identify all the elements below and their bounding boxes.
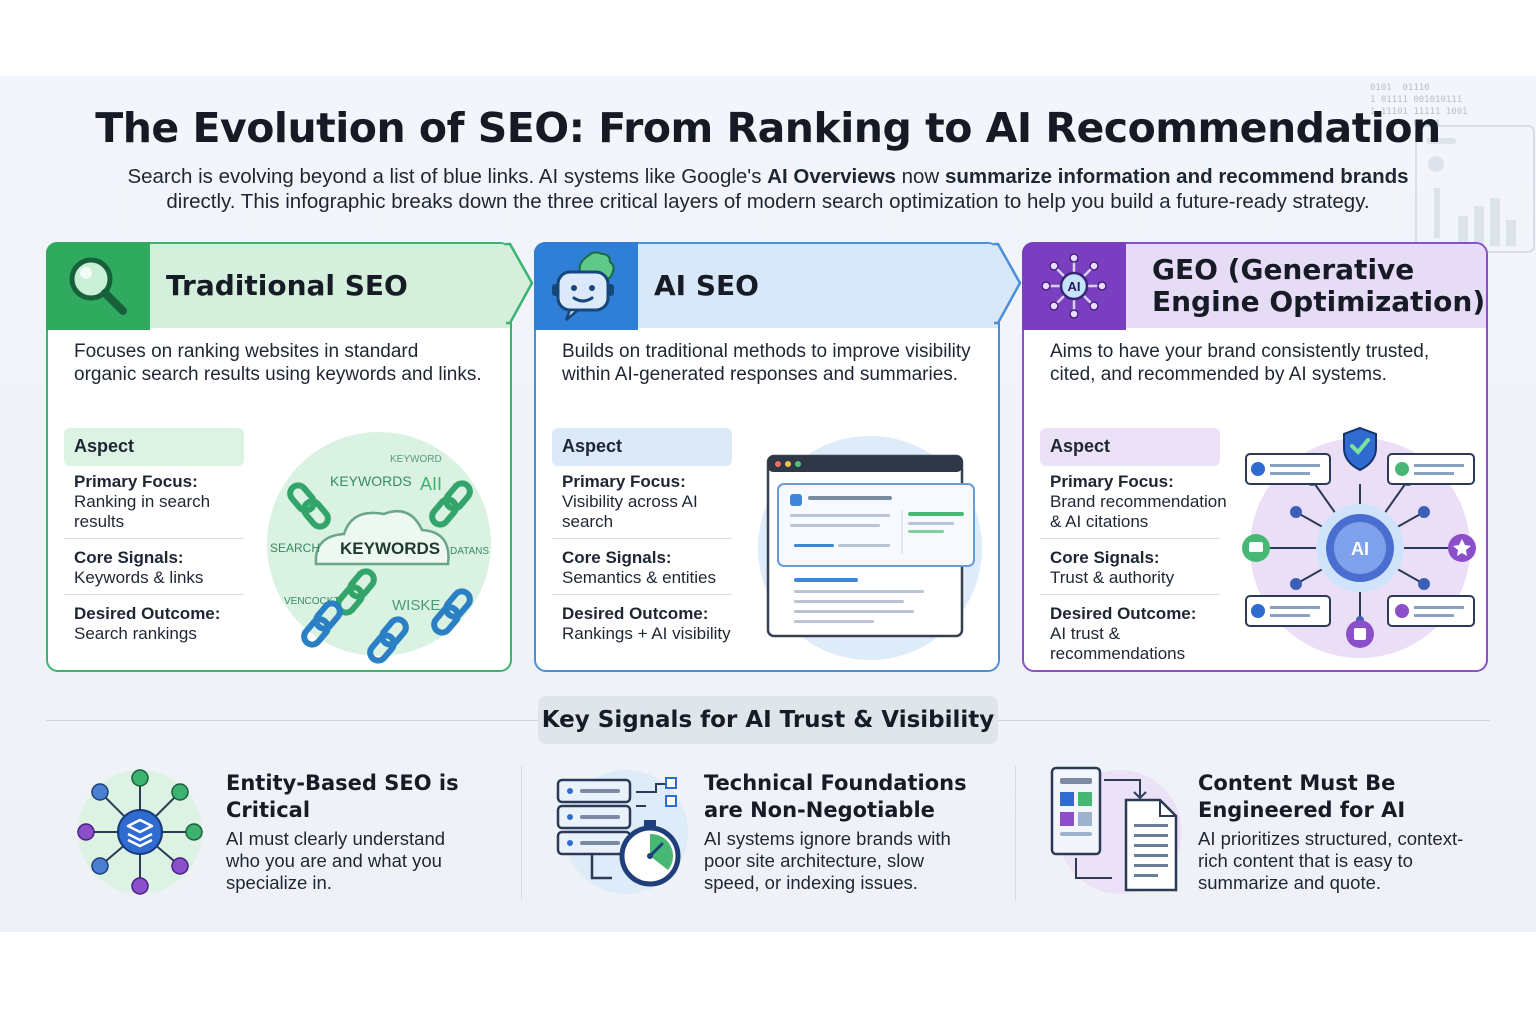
card-header: Traditional SEO <box>46 242 510 330</box>
page-intro: Search is evolving beyond a list of blue… <box>127 165 1409 213</box>
row-primary-focus: Primary Focus:Ranking in search results <box>74 472 211 531</box>
row-desired-outcome: Desired Outcome:Rankings + AI visibility <box>562 604 731 643</box>
keyword-word: DATANS <box>450 546 489 557</box>
aspect-header: Aspect <box>552 428 732 466</box>
keyword-word: KEYWORD <box>390 454 442 465</box>
signal-title: Entity-Based SEO is Critical <box>226 771 459 822</box>
signal-title: Content Must Be Engineered for AI <box>1198 771 1406 822</box>
row-primary-focus: Primary Focus:Visibility across AI searc… <box>562 472 698 531</box>
card-geo: AI GEO (Generative Engine Optimization) … <box>1022 242 1488 672</box>
svg-text:AI: AI <box>1351 539 1369 559</box>
signal-description: AI prioritizes structured, context-rich … <box>1198 828 1464 893</box>
card-header: AI GEO (Generative Engine Optimization) <box>1022 242 1486 330</box>
signal-description: AI systems ignore brands with poor site … <box>704 828 951 893</box>
arrow-tip <box>506 242 534 325</box>
aspect-header: Aspect <box>64 428 244 466</box>
signal-separator <box>521 766 522 900</box>
structured-content-icon <box>1050 766 1182 894</box>
keyword-word: SEARCH <box>270 541 320 555</box>
row-divider <box>64 538 244 539</box>
svg-text:AI: AI <box>1068 279 1081 294</box>
row-divider <box>64 594 244 595</box>
row-divider <box>1040 538 1220 539</box>
card-header: AI SEO <box>534 242 998 330</box>
keyword-links-illustration: KEYWORD KEYWORDS AII KEYWORDS SEARCH DAT… <box>267 432 491 664</box>
entity-graph-icon <box>77 769 203 895</box>
row-core-signals: Core Signals:Semantics & entities <box>562 548 717 587</box>
card-description: Focuses on ranking websites in standard … <box>74 341 482 385</box>
card-ai-seo: AI SEO Builds on traditional methods to … <box>534 242 1022 672</box>
ai-trust-network-illustration: AI <box>1242 426 1476 658</box>
arrow-tip <box>994 242 1022 325</box>
card-description: Builds on traditional methods to improve… <box>562 341 971 385</box>
keyword-word: KEYWORDS <box>330 473 412 489</box>
row-core-signals: Core Signals:Keywords & links <box>74 548 204 587</box>
keyword-word: VENCOCKT <box>284 596 340 607</box>
card-title: GEO (Generative Engine Optimization) <box>1152 253 1486 318</box>
signal-description: AI must clearly understand who you are a… <box>226 828 446 893</box>
page-title: The Evolution of SEO: From Ranking to AI… <box>95 104 1441 152</box>
row-divider <box>1040 594 1220 595</box>
row-primary-focus: Primary Focus:Brand recommendation & AI … <box>1050 472 1227 531</box>
aspect-header: Aspect <box>1040 428 1220 466</box>
card-title: Traditional SEO <box>166 269 408 302</box>
signal-separator <box>1015 766 1016 900</box>
keyword-word: WISKE <box>392 597 440 614</box>
keyword-word: KEYWORDS <box>340 539 440 558</box>
row-desired-outcome: Desired Outcome:Search rankings <box>74 604 221 643</box>
robot-brain-icon <box>552 251 615 321</box>
card-icon-box <box>534 242 638 330</box>
card-traditional-seo: Traditional SEO Focuses on ranking websi… <box>46 242 534 672</box>
row-desired-outcome: Desired Outcome:AI trust & recommendatio… <box>1050 604 1197 663</box>
ai-search-results-illustration <box>758 436 982 660</box>
row-divider <box>552 538 732 539</box>
card-description: Aims to have your brand consistently tru… <box>1050 341 1430 385</box>
magnifier-icon <box>69 257 127 315</box>
signal-title: Technical Foundations are Non-Negotiable <box>704 771 967 822</box>
card-icon-box: AI <box>1022 242 1126 330</box>
signals-heading: Key Signals for AI Trust & Visibility <box>538 696 998 744</box>
card-title: AI SEO <box>654 269 759 302</box>
card-icon-box <box>46 242 150 330</box>
server-stopwatch-icon <box>556 770 688 894</box>
row-core-signals: Core Signals:Trust & authority <box>1050 548 1175 587</box>
ai-network-icon: AI <box>1041 253 1107 319</box>
row-divider <box>552 594 732 595</box>
keyword-word: AII <box>420 474 442 494</box>
